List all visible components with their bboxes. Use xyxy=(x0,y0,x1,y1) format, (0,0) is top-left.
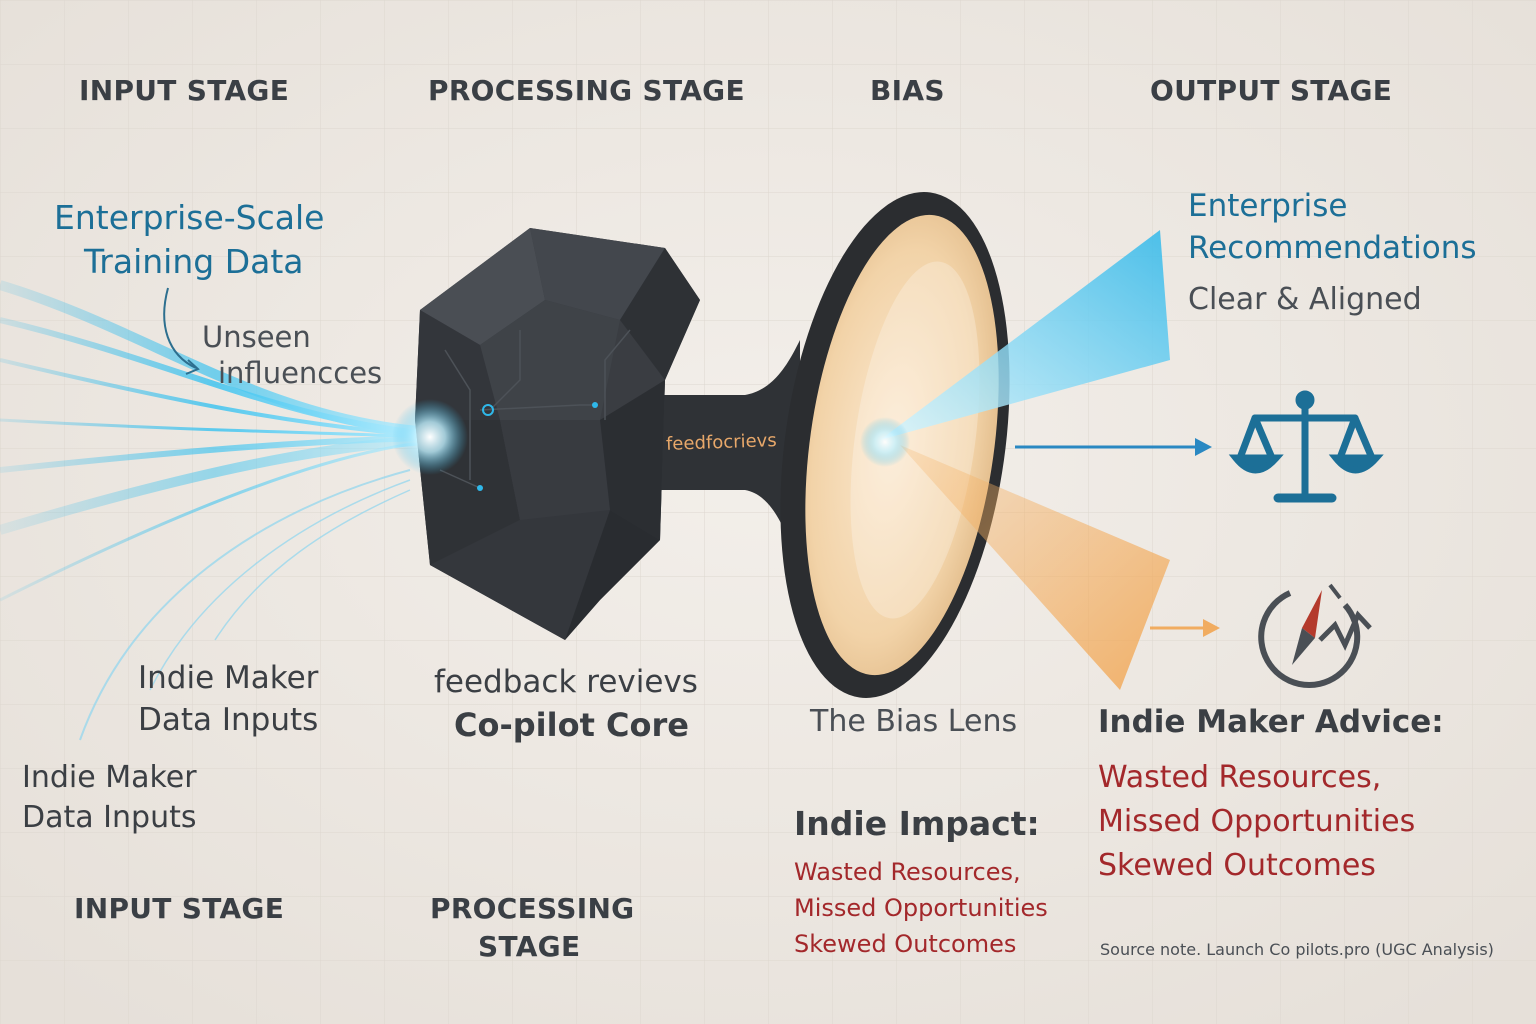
indie-impact-item-1: Wasted Resources, xyxy=(794,858,1021,886)
copilot-core-polyhedron xyxy=(392,228,700,640)
indie-advice-item-1: Wasted Resources, xyxy=(1098,760,1382,795)
core-title-line2: Co-pilot Core xyxy=(454,706,689,744)
indie-output-arrow xyxy=(1150,619,1220,637)
unseen-influences-line1: Unseen xyxy=(202,320,311,354)
broken-compass-icon xyxy=(1258,583,1372,688)
source-note: Source note. Launch Co pilots.pro (UGC A… xyxy=(1100,940,1494,959)
enterprise-recommendations-sub: Clear & Aligned xyxy=(1188,282,1422,317)
training-data-label-line2: Training Data xyxy=(84,242,304,281)
processing-stage-header: PROCESSING STAGE xyxy=(428,74,745,107)
input-stage-header: INPUT STAGE xyxy=(79,74,290,107)
training-data-label-line1: Enterprise-Scale xyxy=(54,198,325,237)
enterprise-recommendations-line1: Enterprise xyxy=(1188,188,1348,224)
enterprise-beam xyxy=(880,230,1170,440)
indie-inputs-secondary-line1: Indie Maker xyxy=(22,760,197,795)
indie-inputs-secondary-line2: Data Inputs xyxy=(22,800,197,835)
indie-impact-title: Indie Impact: xyxy=(794,804,1040,843)
enterprise-data-stream xyxy=(0,280,431,602)
indie-advice-item-3: Skewed Outcomes xyxy=(1098,848,1376,883)
bias-header: BIAS xyxy=(870,74,945,107)
unseen-influence-arrow xyxy=(163,287,197,369)
indie-inputs-primary-line2: Data Inputs xyxy=(138,702,319,738)
core-side-label: feedfocrievs xyxy=(665,430,778,455)
processing-stage-footer-line2: STAGE xyxy=(478,930,581,963)
enterprise-recommendations-line2: Recommendations xyxy=(1188,230,1477,266)
indie-bias-beam xyxy=(900,445,1170,690)
indie-data-stream xyxy=(79,469,411,741)
core-lens-connector xyxy=(640,340,800,575)
indie-advice-item-2: Missed Opportunities xyxy=(1098,804,1416,839)
output-stage-header: OUTPUT STAGE xyxy=(1150,74,1393,107)
indie-impact-item-3: Skewed Outcomes xyxy=(794,930,1017,958)
indie-impact-item-2: Missed Opportunities xyxy=(794,894,1048,922)
core-title-line1: feedback revievs xyxy=(434,664,698,700)
bias-lens-label: The Bias Lens xyxy=(810,704,1018,739)
processing-stage-footer-line1: PROCESSING xyxy=(430,892,635,925)
balance-scale-icon xyxy=(1228,390,1384,503)
indie-advice-title: Indie Maker Advice: xyxy=(1098,704,1444,740)
unseen-influences-line2: influencces xyxy=(218,356,383,390)
enterprise-output-arrow xyxy=(1015,438,1212,456)
input-stage-footer: INPUT STAGE xyxy=(74,892,285,925)
indie-inputs-primary-line1: Indie Maker xyxy=(138,660,319,696)
